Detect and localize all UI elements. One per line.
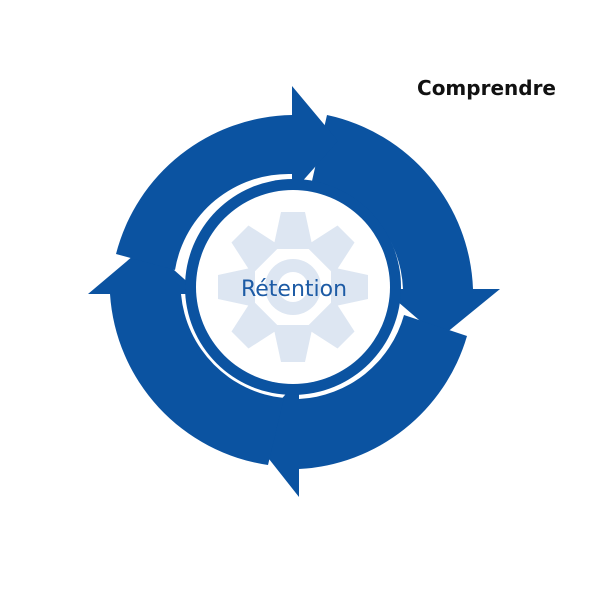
cycle-arrow-left xyxy=(88,245,284,465)
cycle-arrow-top xyxy=(116,86,338,270)
cycle-arrow-bottom xyxy=(250,315,467,497)
wheel-hub-center xyxy=(278,272,308,302)
wheel-icon xyxy=(218,212,368,362)
cycle-arrow-right xyxy=(312,115,500,338)
cycle-arrows xyxy=(88,86,500,497)
center-label: Rétention xyxy=(241,277,347,302)
side-label: Comprendre xyxy=(417,76,556,100)
